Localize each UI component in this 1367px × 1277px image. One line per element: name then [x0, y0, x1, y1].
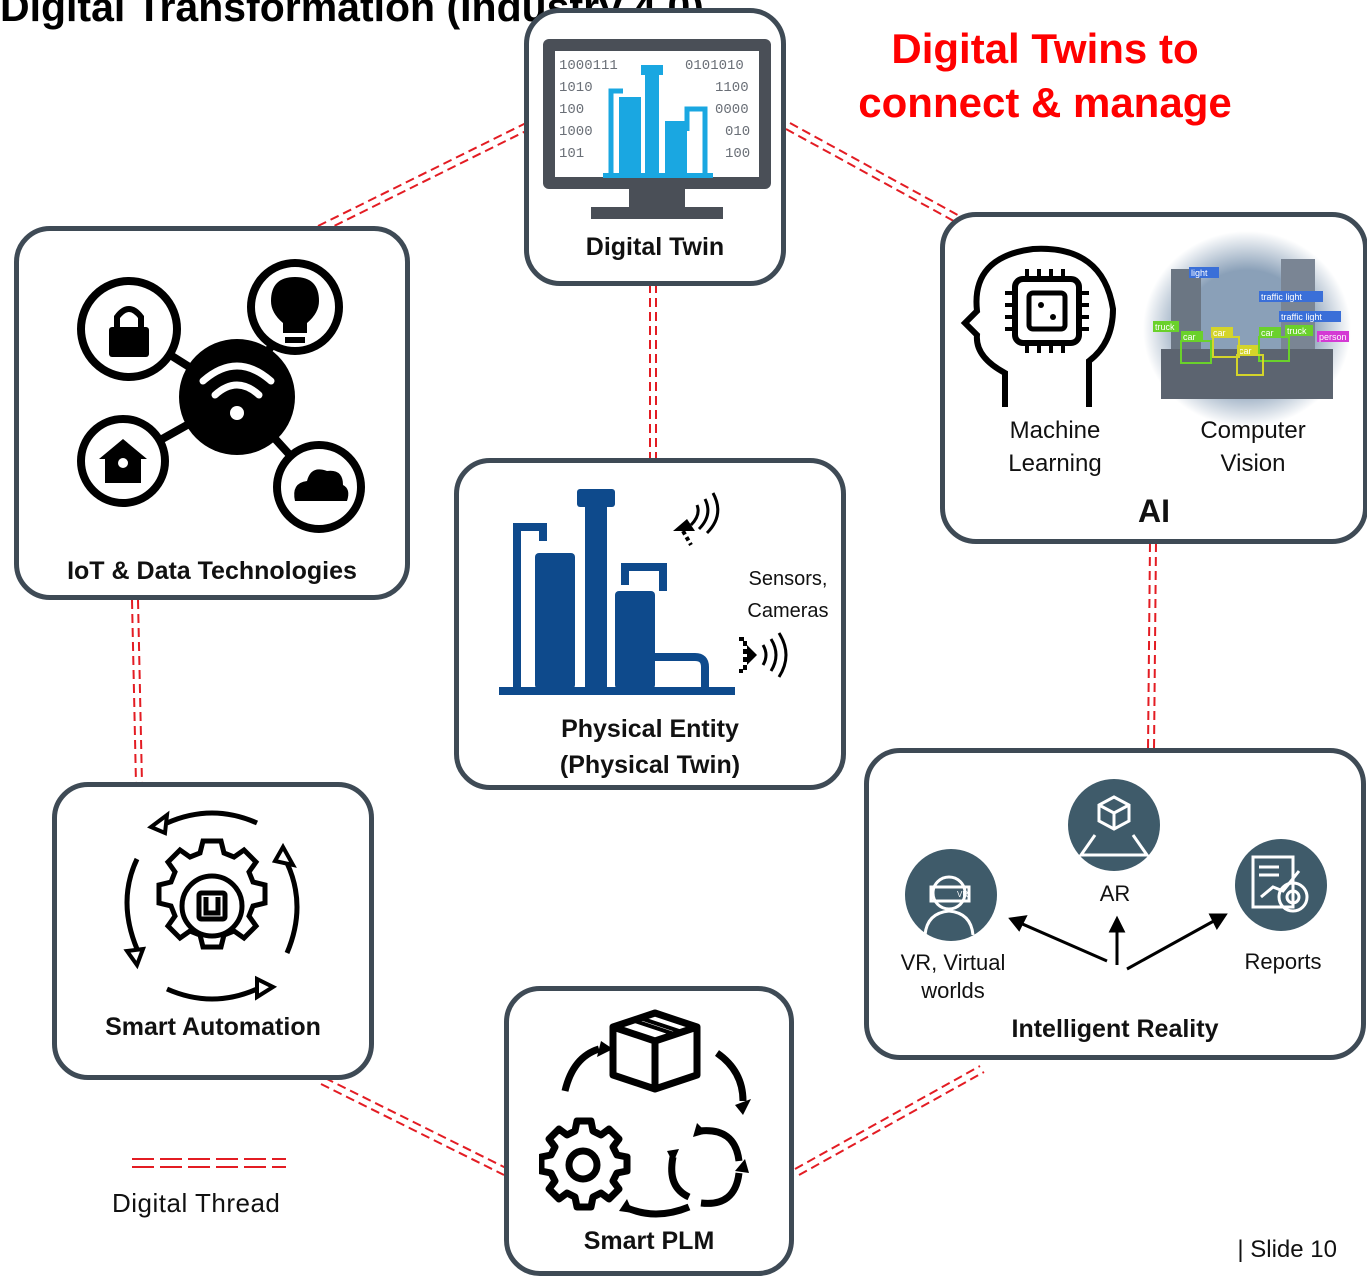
ar-label: AR: [1099, 881, 1131, 906]
iot-label: IoT & Data Technologies: [67, 557, 357, 585]
vr-line-1: VR, Virtual: [900, 950, 1006, 975]
vr-badge: VR: [957, 890, 968, 899]
smart-automation-label: Smart Automation: [105, 1013, 321, 1041]
cv-tag-6: car: [1213, 328, 1226, 338]
code-4: 1100: [715, 80, 749, 96]
cv-tag-9: car: [1239, 346, 1252, 356]
sensor-signal-icon-bottom: [739, 632, 788, 678]
legend-thread-symbol: [132, 1158, 286, 1168]
physical-entity-label: Physical Entity (Physical Twin): [459, 711, 841, 783]
code-3: 1010: [559, 80, 593, 96]
digital-twin-node: 1000111 0101010 1010 1100 100 0000 1000 …: [524, 8, 786, 286]
digital-twin-label: Digital Twin: [585, 233, 725, 261]
factory-plant-icon: [499, 489, 735, 695]
intelligent-reality-node: VR AR VR, Virtual worlds Reports Intelli…: [864, 748, 1366, 1060]
machine-learning-label: Machine Learning: [973, 414, 1137, 480]
code-7: 1000: [559, 124, 593, 140]
legend-label: Digital Thread: [112, 1188, 281, 1218]
smart-plm-node: Smart PLM: [504, 986, 794, 1276]
sensor-line-2: Cameras: [747, 600, 829, 622]
sensors-cameras-label: Sensors, Cameras: [729, 563, 847, 627]
ai-label: AI: [1138, 493, 1170, 529]
cv-line-1: Computer: [1200, 417, 1306, 444]
machine-learning-head-icon: [960, 245, 1117, 407]
cv-tag-5: car: [1183, 332, 1196, 342]
code-1: 1000111: [559, 58, 618, 74]
digital-twins-title: Digital Twins to connect & manage: [800, 22, 1290, 130]
physical-line-1: Physical Entity: [561, 715, 739, 743]
cv-line-2: Vision: [1220, 450, 1286, 477]
smart-plm-label: Smart PLM: [583, 1227, 715, 1255]
sensor-signal-icon-top: [673, 492, 720, 546]
cv-tag-10: person: [1319, 332, 1347, 342]
title-line-1: Digital Twins to: [891, 25, 1199, 72]
plm-cycle-icon: [539, 1009, 751, 1218]
vr-line-2: worlds: [921, 978, 985, 1003]
code-5: 100: [559, 102, 584, 118]
slide-number: | Slide 10: [1237, 1236, 1337, 1263]
cv-tag-7: car: [1261, 328, 1274, 338]
monitor-icon: 1000111 0101010 1010 1100 100 0000 1000 …: [543, 39, 771, 219]
physical-line-2: (Physical Twin): [559, 751, 741, 779]
computer-vision-image: light traffic light traffic light truck …: [1143, 231, 1351, 427]
cv-tag-4: truck: [1155, 322, 1175, 332]
iot-node: IoT & Data Technologies: [14, 226, 410, 600]
code-9: 101: [559, 146, 584, 162]
automation-gear-cycle-icon: [123, 810, 300, 1002]
physical-entity-node: Sensors, Cameras Physical Entity (Physic…: [454, 458, 846, 790]
computer-vision-label: Computer Vision: [1171, 414, 1335, 480]
sensor-line-1: Sensors,: [748, 568, 828, 590]
ai-node: light traffic light traffic light truck …: [940, 212, 1367, 544]
code-10: 100: [725, 146, 750, 162]
code-2: 0101010: [685, 58, 744, 74]
code-8: 010: [725, 124, 750, 140]
title-line-2: connect & manage: [858, 79, 1232, 126]
reality-icons: VR: [905, 779, 1327, 971]
iot-network-icon: [77, 259, 365, 533]
cv-tag-1: light: [1191, 268, 1208, 278]
ml-line-1: Machine: [1009, 417, 1101, 444]
code-6: 0000: [715, 102, 749, 118]
smart-automation-node: Smart Automation: [52, 782, 374, 1080]
reports-label: Reports: [1244, 949, 1322, 974]
cv-tag-3: traffic light: [1281, 312, 1322, 322]
vr-label: VR, Virtual worlds: [883, 949, 1023, 1005]
ml-line-2: Learning: [1008, 450, 1102, 477]
intelligent-reality-label: Intelligent Reality: [1011, 1015, 1219, 1043]
cv-tag-2: traffic light: [1261, 292, 1302, 302]
cv-tag-8: truck: [1287, 326, 1307, 336]
